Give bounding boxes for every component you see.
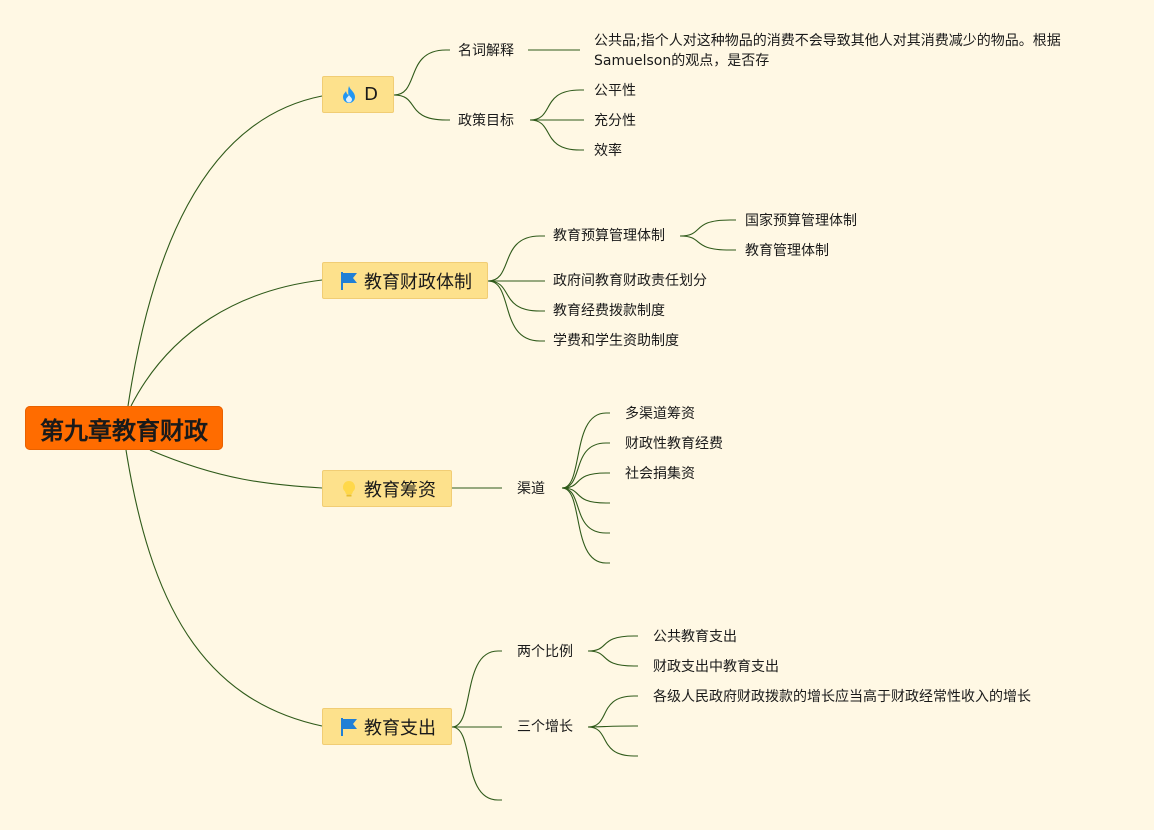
connector-line [561, 487, 610, 504]
connector-root-branch [149, 449, 323, 489]
topic-funding-allocation[interactable]: 教育经费拨款制度 [553, 303, 665, 319]
topic-fiscal-education-funds[interactable]: 财政性教育经费 [625, 436, 723, 452]
topic-efficiency[interactable]: 效率 [594, 143, 622, 159]
connector-line [451, 726, 502, 801]
connector-line [561, 442, 610, 489]
flag-icon [338, 270, 360, 292]
branch-topic-finance-system[interactable]: 教育财政体制 [322, 262, 488, 299]
branch-label: D [364, 84, 378, 105]
connector-line [393, 49, 450, 96]
branch-label: 教育财政体制 [364, 271, 472, 293]
connector-line [587, 635, 638, 652]
connector-line [529, 119, 584, 151]
topic-tuition-and-aid[interactable]: 学费和学生资助制度 [553, 333, 679, 349]
connector-line [679, 219, 736, 237]
connector-root-branch [125, 449, 323, 727]
topic-adequacy[interactable]: 充分性 [594, 113, 636, 129]
root-topic[interactable]: 第九章教育财政 [25, 406, 223, 450]
root-topic-label: 第九章教育财政 [40, 416, 208, 445]
topic-channels[interactable]: 渠道 [517, 481, 545, 497]
topic-appropriation-growth[interactable]: 各级人民政府财政拨款的增长应当高于财政经常性收入的增长 [653, 689, 1031, 705]
connector-line [487, 280, 545, 342]
topic-multi-channel-financing[interactable]: 多渠道筹资 [625, 406, 695, 422]
topic-national-budget-system[interactable]: 国家预算管理体制 [745, 213, 857, 229]
branch-topic-d[interactable]: D [322, 76, 394, 113]
connector-line [587, 695, 638, 728]
connector-line [487, 235, 545, 282]
connector-line [487, 280, 545, 312]
connector-line [561, 487, 610, 564]
topic-two-ratios[interactable]: 两个比例 [517, 644, 573, 660]
connector-line [561, 412, 610, 489]
topic-term-definition[interactable]: 名词解释 [458, 43, 514, 59]
connector-line [561, 472, 610, 489]
connector-line [451, 650, 502, 728]
connector-line [679, 235, 736, 251]
connector-line [561, 487, 610, 534]
connector-line [529, 89, 584, 121]
lightbulb-icon [338, 478, 360, 500]
connector-line [587, 650, 638, 667]
topic-three-increases[interactable]: 三个增长 [517, 719, 573, 735]
topic-public-goods-definition[interactable]: 公共品;指个人对这种物品的消费不会导致其他人对其消费减少的物品。根据Samuel… [594, 33, 1061, 69]
topic-education-budget-system[interactable]: 教育预算管理体制 [553, 228, 665, 244]
branch-label: 教育筹资 [364, 479, 436, 501]
connector-line [393, 94, 450, 121]
topic-education-management-system[interactable]: 教育管理体制 [745, 243, 829, 259]
topic-public-education-spending[interactable]: 公共教育支出 [653, 629, 737, 645]
branch-topic-expenditure[interactable]: 教育支出 [322, 708, 452, 745]
connector-root-branch [130, 279, 323, 407]
branch-label: 教育支出 [364, 717, 436, 739]
fire-icon [338, 84, 360, 106]
connector-line [587, 726, 638, 757]
topic-social-donations[interactable]: 社会捐集资 [625, 466, 695, 482]
connector-line [587, 725, 638, 728]
topic-policy-goals[interactable]: 政策目标 [458, 113, 514, 129]
connector-root-branch [127, 95, 323, 407]
branch-topic-financing[interactable]: 教育筹资 [322, 470, 452, 507]
topic-intergovernmental-responsibility[interactable]: 政府间教育财政责任划分 [553, 273, 707, 289]
topic-education-share-of-fiscal[interactable]: 财政支出中教育支出 [653, 659, 779, 675]
flag-icon [338, 716, 360, 738]
topic-equity[interactable]: 公平性 [594, 83, 636, 99]
